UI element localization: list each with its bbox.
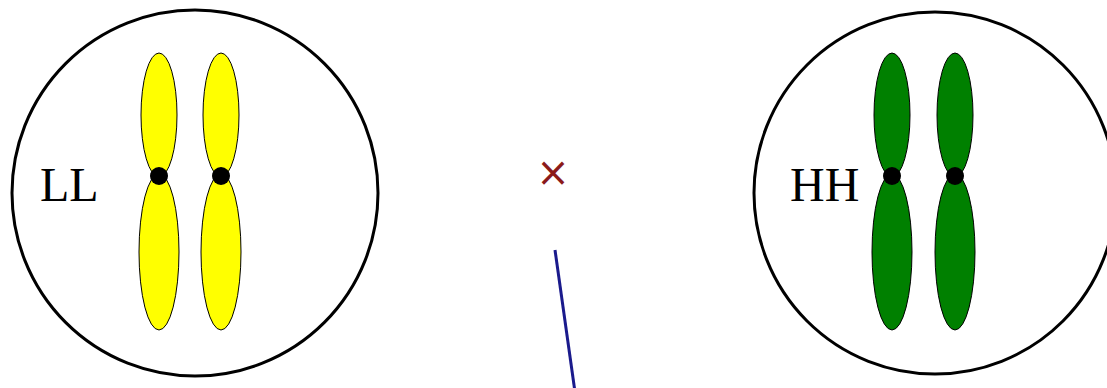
yellow-chromosomes	[139, 53, 241, 330]
cell-circle: HH	[752, 10, 1107, 376]
genotype-label: HH	[790, 161, 859, 209]
cell-circle: LL	[10, 8, 380, 378]
cross-symbol: ×	[536, 152, 570, 192]
green-chromosomes	[872, 53, 975, 330]
cell-outline	[754, 12, 1107, 374]
leader-line	[555, 250, 575, 388]
cell-outline	[12, 10, 378, 376]
genotype-label: LL	[40, 161, 99, 209]
